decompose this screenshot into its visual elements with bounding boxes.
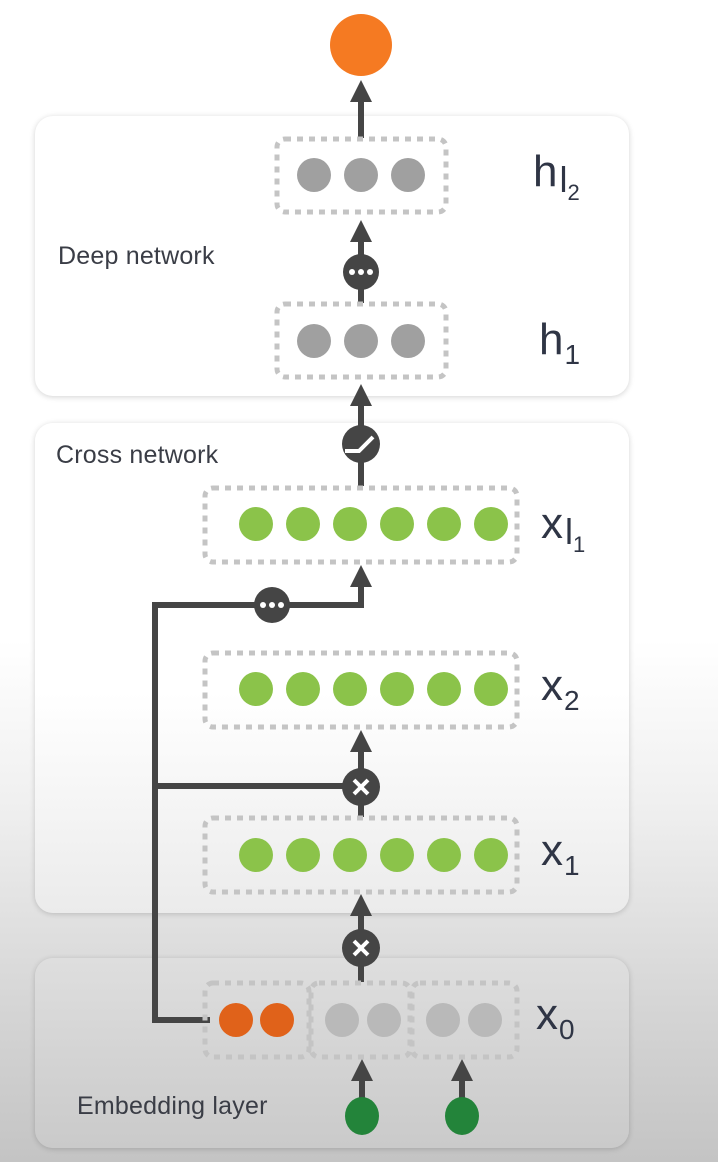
- relu-glyph: [345, 435, 375, 453]
- arrow-x1-to-x2: [350, 730, 372, 752]
- arrow-x0-to-x1: [350, 894, 372, 916]
- cross-layer-node: [286, 507, 320, 541]
- label-sub: l: [559, 159, 568, 200]
- label-sub: 1: [564, 850, 580, 881]
- arrow-input-to-embedding: [451, 1059, 473, 1081]
- embedding-node-dense: [260, 1003, 294, 1037]
- label-sub: l: [565, 511, 573, 552]
- deep-network-label: Deep network: [58, 242, 215, 270]
- embedding-node-sparse-embedding: [367, 1003, 401, 1037]
- cross-layer-node: [380, 672, 414, 706]
- label-x-l1: xl1: [541, 499, 585, 556]
- cross-layer-node: [380, 507, 414, 541]
- multiply-glyph: [352, 778, 370, 796]
- embedding-node-sparse-embedding: [426, 1003, 460, 1037]
- deep-network-panel: Deep network: [35, 116, 629, 396]
- cross-layer-node: [239, 672, 273, 706]
- label-base: h: [533, 147, 558, 196]
- arrow-to-output: [350, 80, 372, 102]
- embedding-node-sparse-embedding: [468, 1003, 502, 1037]
- arrow-h1-to-hl2: [350, 220, 372, 242]
- label-base: x: [541, 499, 563, 548]
- multiply-glyph: [352, 939, 370, 957]
- cross-layer-node: [333, 507, 367, 541]
- deep-layer-node: [297, 324, 331, 358]
- ellipsis-dot: [358, 269, 364, 275]
- label-sub: 0: [559, 1014, 575, 1045]
- embedding-node-sparse-embedding: [325, 1003, 359, 1037]
- cross-layer-node: [239, 838, 273, 872]
- edges: [152, 80, 473, 1100]
- ellipsis-dot: [278, 602, 284, 608]
- label-x-0: x0: [536, 990, 575, 1044]
- embedding-layer-label: Embedding layer: [77, 1092, 268, 1120]
- deep-layer-box-h_l2: [274, 136, 449, 215]
- deep-layer-node: [297, 158, 331, 192]
- label-sub: 2: [564, 685, 580, 716]
- label-base: x: [541, 661, 563, 710]
- ellipsis-dot: [367, 269, 373, 275]
- cross-layer-node: [474, 838, 508, 872]
- cross-layer-node: [380, 838, 414, 872]
- arrow-to-xl1: [350, 565, 372, 587]
- ellipsis-dot: [260, 602, 266, 608]
- ellipsis-dot: [269, 602, 275, 608]
- deep-layer-node: [391, 324, 425, 358]
- cross-layer-box-x_1: [202, 815, 520, 895]
- deep-layer-node: [391, 158, 425, 192]
- label-sub-index: 1: [573, 532, 586, 557]
- cross-layer-node: [286, 672, 320, 706]
- cross-layer-node: [427, 507, 461, 541]
- cross-layer-node: [474, 507, 508, 541]
- cross-layer-node: [286, 838, 320, 872]
- ellipsis-dot: [349, 269, 355, 275]
- label-h-1: h1: [539, 315, 580, 369]
- output-node: [330, 14, 392, 76]
- cross-network-panel: Cross network: [35, 423, 629, 913]
- label-base: h: [539, 315, 564, 364]
- cross-layer-box-x_l1: [202, 485, 520, 565]
- label-sub-index: 2: [567, 180, 580, 205]
- vector-boxes: [202, 136, 520, 1060]
- embedding-group-box-sparse-embedding: [409, 980, 520, 1060]
- label-x-2: x2: [541, 661, 580, 715]
- cross-layer-node: [333, 672, 367, 706]
- cross-network-label: Cross network: [56, 441, 219, 469]
- arrow-cross-to-deep: [350, 384, 372, 406]
- input-node: [345, 1097, 379, 1135]
- cross-layer-node: [474, 672, 508, 706]
- deep-layer-node: [344, 324, 378, 358]
- embedding-layer-panel: Embedding layer: [35, 958, 629, 1148]
- label-x-1: x1: [541, 826, 580, 880]
- cross-layer-node: [333, 838, 367, 872]
- cross-layer-node: [427, 838, 461, 872]
- deep-layer-node: [344, 158, 378, 192]
- embedding-node-dense: [219, 1003, 253, 1037]
- label-base: x: [541, 826, 563, 875]
- arrow-input-to-embedding: [351, 1059, 373, 1081]
- cross-layer-node: [427, 672, 461, 706]
- cross-layer-box-x_2: [202, 650, 520, 730]
- embedding-group-box-dense: [202, 980, 312, 1060]
- activation-icon: [342, 425, 380, 463]
- input-node: [445, 1097, 479, 1135]
- nodes: [219, 14, 508, 1135]
- operators: [254, 254, 380, 967]
- label-base: x: [536, 990, 558, 1039]
- label-h-l2: hl2: [533, 147, 580, 204]
- cross-layer-node: [239, 507, 273, 541]
- deep-layer-box-h_1: [274, 301, 449, 380]
- label-sub: 1: [564, 339, 581, 370]
